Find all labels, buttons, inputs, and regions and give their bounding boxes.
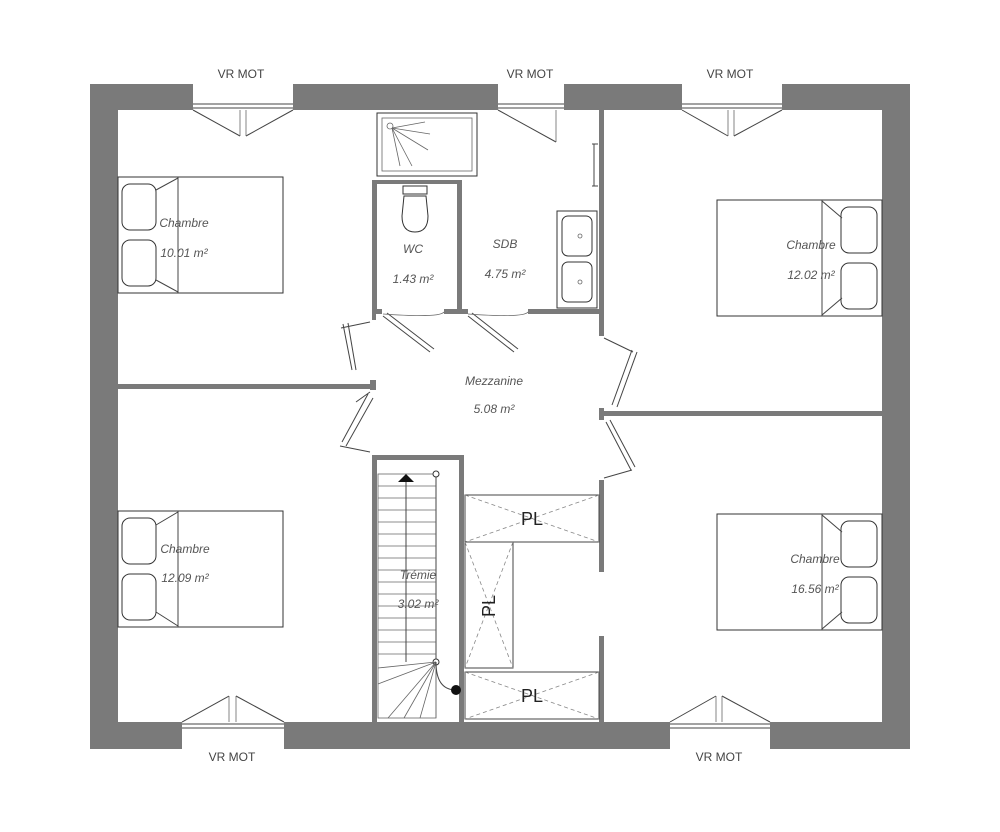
window-label-top-left: VR MOT — [218, 67, 265, 81]
room-area-sdb: 4.75 m² — [485, 267, 527, 281]
window-bottom-right — [669, 695, 771, 729]
shower — [376, 112, 478, 177]
room-area-chambre4: 16.56 m² — [791, 582, 839, 596]
interior-walls — [118, 110, 882, 722]
bed-chambre1 — [117, 176, 284, 294]
room-area-mezzanine: 5.08 m² — [474, 402, 516, 416]
room-name-chambre4: Chambre — [790, 552, 840, 566]
room-area-tremie: 3.02 m² — [398, 597, 440, 611]
window-label-bottom-left: VR MOT — [209, 750, 256, 764]
toilet — [401, 185, 429, 233]
closet-left — [464, 541, 514, 669]
closet-label-top: PL — [521, 509, 543, 529]
closet-label-left: PL — [479, 595, 499, 617]
room-area-wc: 1.43 m² — [393, 272, 435, 286]
closet-label-bottom: PL — [521, 686, 543, 706]
room-area-chambre2: 12.02 m² — [787, 268, 835, 282]
window-label-top-right: VR MOT — [707, 67, 754, 81]
room-name-chambre3: Chambre — [160, 542, 210, 556]
exterior-walls — [90, 84, 910, 749]
double-sink — [556, 210, 598, 309]
room-name-wc: WC — [403, 242, 423, 256]
closet-top — [464, 494, 600, 543]
bed-chambre3 — [117, 510, 284, 628]
room-area-chambre3: 12.09 m² — [161, 571, 209, 585]
towel-rail — [592, 143, 598, 187]
window-label-bottom-right: VR MOT — [696, 750, 743, 764]
closet-bottom — [464, 671, 600, 720]
window-top-right — [681, 103, 783, 137]
room-name-chambre2: Chambre — [786, 238, 836, 252]
window-bottom-left — [181, 695, 285, 729]
bed-chambre4 — [716, 513, 883, 631]
doors — [339, 311, 638, 479]
window-top-left — [192, 103, 294, 137]
window-top-middle — [497, 103, 564, 143]
room-name-tremie: Trémie — [400, 568, 437, 582]
room-area-chambre1: 10.01 m² — [160, 246, 208, 260]
staircase — [377, 470, 461, 719]
room-name-chambre1: Chambre — [159, 216, 209, 230]
room-name-mezzanine: Mezzanine — [465, 374, 523, 388]
room-name-sdb: SDB — [493, 237, 518, 251]
window-label-top-middle: VR MOT — [507, 67, 554, 81]
bed-chambre2 — [716, 199, 883, 317]
